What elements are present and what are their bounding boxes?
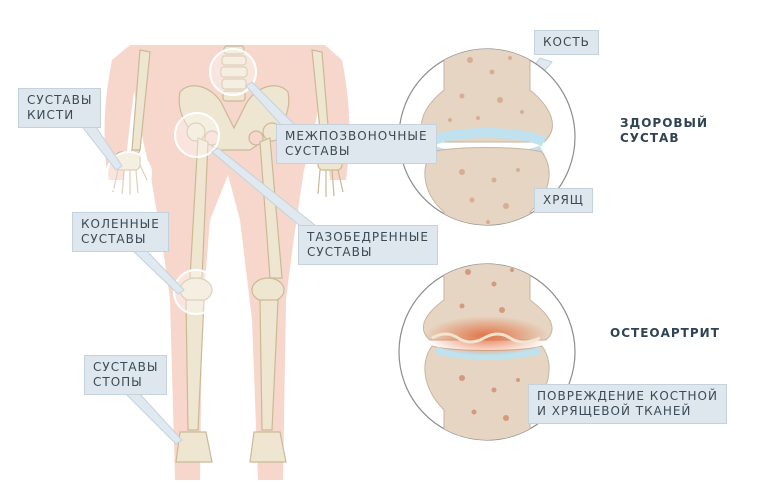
knee-joint-circle: [173, 269, 219, 315]
callout-line: ПОВРЕЖДЕНИЕ КОСТНОЙ: [537, 389, 718, 403]
spine: [220, 45, 248, 102]
label-line: ЗДОРОВЫЙ: [620, 116, 709, 130]
callout-line: СТОПЫ: [93, 375, 143, 389]
callout-hand-joints: СУСТАВЫ КИСТИ: [18, 88, 102, 128]
label-line: СУСТАВ: [620, 131, 680, 145]
label-healthy-joint: ЗДОРОВЫЙ СУСТАВ: [620, 116, 708, 146]
healthy-joint-illustration: [398, 48, 576, 226]
callout-intervertebral-joints: МЕЖПОЗВОНОЧНЫЕ СУСТАВЫ: [276, 124, 437, 164]
callout-line: СУСТАВЫ: [285, 144, 351, 158]
label-line: ОСТЕОАРТРИТ: [610, 326, 720, 340]
callout-line: ТАЗОБЕДРЕННЫЕ: [307, 230, 429, 244]
label-osteoarthritis: ОСТЕОАРТРИТ: [610, 326, 720, 341]
callout-foot-joints: СУСТАВЫ СТОПЫ: [84, 355, 168, 395]
callout-line: МЕЖПОЗВОНОЧНЫЕ: [285, 129, 428, 143]
joint-highlights: [106, 48, 257, 315]
callout-line: КОСТЬ: [543, 35, 590, 49]
callout-line: КОЛЕННЫЕ: [81, 217, 160, 231]
callout-cartilage: ХРЯЩ: [534, 188, 593, 213]
callout-line: СУСТАВЫ: [27, 93, 93, 107]
callout-line: КИСТИ: [27, 108, 75, 122]
callout-line: СУСТАВЫ: [81, 232, 147, 246]
callout-line: И ХРЯЩЕВОЙ ТКАНЕЙ: [537, 404, 692, 418]
callout-line: СУСТАВЫ: [93, 360, 159, 374]
callout-line: СУСТАВЫ: [307, 245, 373, 259]
hip-joint-circle: [174, 112, 220, 158]
osteoarthritis-joint-illustration: [398, 263, 576, 441]
callout-hip-joints: ТАЗОБЕДРЕННЫЕ СУСТАВЫ: [298, 225, 438, 265]
callout-knee-joints: КОЛЕННЫЕ СУСТАВЫ: [72, 212, 169, 252]
spine-joint-circle: [209, 48, 257, 96]
callout-bone: КОСТЬ: [534, 30, 599, 55]
callout-line: ХРЯЩ: [543, 193, 584, 207]
callout-damage: ПОВРЕЖДЕНИЕ КОСТНОЙ И ХРЯЩЕВОЙ ТКАНЕЙ: [528, 384, 727, 424]
